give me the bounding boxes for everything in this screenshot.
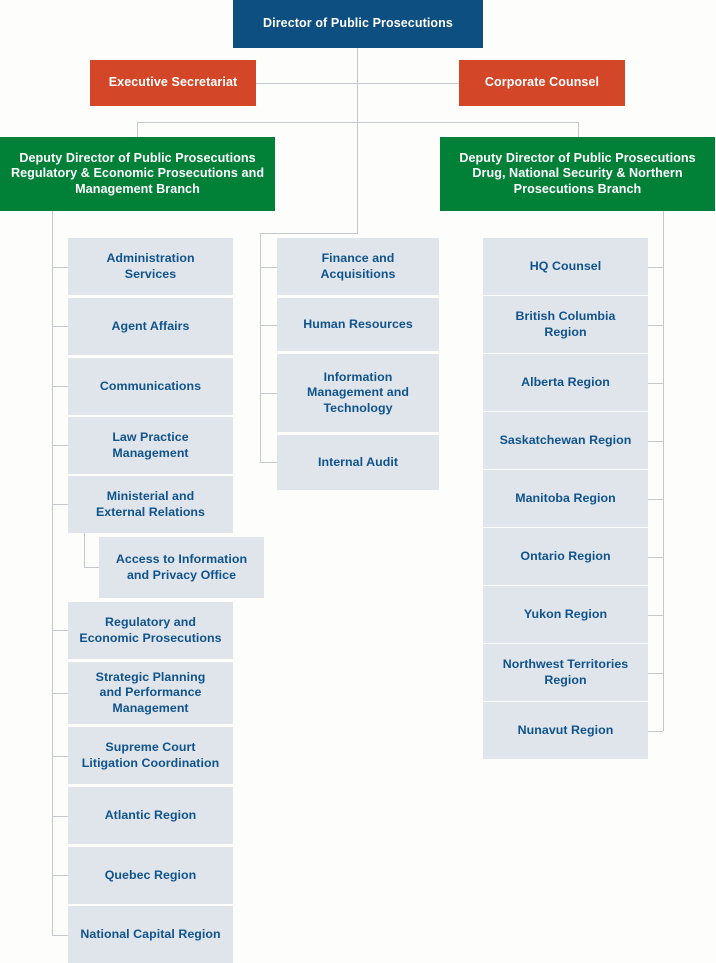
connector-stub-left-9: [52, 816, 68, 817]
connector-dpp-stem: [357, 48, 358, 83]
connector-stub-right-8: [648, 673, 663, 674]
connector-stub-right-7: [648, 615, 663, 616]
unit-yukon-region[interactable]: Yukon Region: [483, 586, 648, 643]
unit-alberta-region[interactable]: Alberta Region: [483, 354, 648, 411]
connector-stub-right-6: [648, 557, 663, 558]
connector-stub-right-2: [648, 325, 663, 326]
connector-stub-left-2: [52, 326, 68, 327]
connector-stub-left-8: [52, 756, 68, 757]
unit-saskatchewan-region[interactable]: Saskatchewan Region: [483, 412, 648, 469]
connector-stub-right-3: [648, 383, 663, 384]
unit-communications[interactable]: Communications: [68, 358, 233, 415]
unit-finance-and-acquisitions[interactable]: Finance and Acquisitions: [277, 238, 439, 295]
connector-stub-left-10: [52, 875, 68, 876]
connector-stub-left-1: [52, 267, 68, 268]
connector-stub-right-4: [648, 441, 663, 442]
unit-strategic-planning-and-performance-management[interactable]: Strategic Planning and Performance Manag…: [68, 662, 233, 724]
connector-dpp-stem-lower: [357, 83, 358, 122]
connector-aip-stub: [84, 567, 99, 568]
connector-stub-left-7: [52, 693, 68, 694]
connector-stub-right-5: [648, 499, 663, 500]
connector-stub-left-11: [52, 935, 68, 936]
unit-regulatory-and-economic-prosecutions[interactable]: Regulatory and Economic Prosecutions: [68, 602, 233, 659]
unit-law-practice-management[interactable]: Law Practice Management: [68, 417, 233, 474]
connector-middle-spine: [260, 233, 261, 463]
connector-stub-mid-1: [260, 267, 277, 268]
connector-stub-mid-4: [260, 462, 277, 463]
unit-ministerial-and-external-relations[interactable]: Ministerial and External Relations: [68, 476, 233, 533]
connector-stub-left-5: [52, 504, 68, 505]
unit-administration-services[interactable]: Administration Services: [68, 238, 233, 295]
connector-stub-left-4: [52, 445, 68, 446]
unit-agent-affairs[interactable]: Agent Affairs: [68, 298, 233, 355]
node-ddpp-drug-national-security-northern-branch[interactable]: Deputy Director of Public Prosecutions D…: [440, 137, 715, 211]
connector-level3-left-drop: [137, 122, 138, 137]
unit-internal-audit[interactable]: Internal Audit: [277, 435, 439, 490]
unit-access-to-information-and-privacy-office[interactable]: Access to Information and Privacy Office: [99, 537, 264, 598]
connector-stub-right-1: [648, 267, 663, 268]
unit-northwest-territories-region[interactable]: Northwest Territories Region: [483, 644, 648, 701]
unit-human-resources[interactable]: Human Resources: [277, 298, 439, 351]
connector-stub-left-3: [52, 386, 68, 387]
connector-level3-right-drop: [578, 122, 579, 137]
node-director-of-public-prosecutions[interactable]: Director of Public Prosecutions: [233, 0, 483, 48]
connector-stub-right-9: [648, 731, 663, 732]
unit-ontario-region[interactable]: Ontario Region: [483, 528, 648, 585]
unit-quebec-region[interactable]: Quebec Region: [68, 847, 233, 904]
unit-national-capital-region[interactable]: National Capital Region: [68, 906, 233, 963]
unit-atlantic-region[interactable]: Atlantic Region: [68, 787, 233, 844]
unit-hq-counsel[interactable]: HQ Counsel: [483, 238, 648, 295]
connector-stub-mid-3: [260, 393, 277, 394]
connector-left-spine: [52, 211, 53, 936]
connector-right-spine: [663, 211, 664, 731]
unit-supreme-court-litigation-coordination[interactable]: Supreme Court Litigation Coordination: [68, 727, 233, 784]
node-corporate-counsel[interactable]: Corporate Counsel: [459, 60, 625, 106]
connector-level2-bar: [256, 83, 460, 84]
connector-dpp-stem-middle: [357, 122, 358, 233]
connector-level3-bar: [137, 122, 579, 123]
connector-stub-mid-2: [260, 325, 277, 326]
connector-stub-left-6: [52, 630, 68, 631]
unit-information-management-and-technology[interactable]: Information Management and Technology: [277, 354, 439, 432]
node-executive-secretariat[interactable]: Executive Secretariat: [90, 60, 256, 106]
unit-manitoba-region[interactable]: Manitoba Region: [483, 470, 648, 527]
unit-nunavut-region[interactable]: Nunavut Region: [483, 702, 648, 759]
unit-british-columbia-region[interactable]: British Columbia Region: [483, 296, 648, 353]
node-ddpp-regulatory-economic-management-branch[interactable]: Deputy Director of Public Prosecutions R…: [0, 137, 275, 211]
connector-aip-spine: [84, 532, 85, 568]
connector-middle-elbow: [260, 233, 358, 234]
